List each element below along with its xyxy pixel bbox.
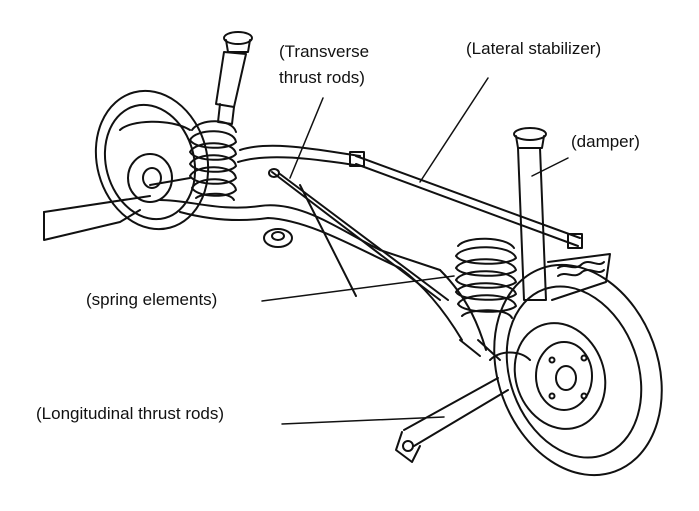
transverse-thrust-rods — [268, 168, 449, 301]
left-spring — [189, 120, 237, 201]
leader-lateral — [419, 77, 489, 183]
left-wheel — [94, 89, 210, 231]
longitudinal-thrust-rods — [395, 339, 509, 463]
leader-damper — [531, 157, 569, 177]
lateral-stabilizer — [349, 151, 583, 249]
right-damper — [513, 127, 547, 301]
leader-longitudinal — [281, 416, 445, 425]
leader-lines — [261, 77, 569, 425]
right-bracket — [547, 253, 611, 301]
spring-mount — [263, 228, 293, 248]
label-longitudinal-thrust-rods: (Longitudinal thrust rods) — [36, 404, 225, 423]
right-spring — [455, 237, 517, 319]
label-spring-elements: (spring elements) — [86, 290, 218, 309]
axle-beam — [43, 144, 487, 351]
left-damper — [215, 31, 253, 125]
label-damper: (damper) — [571, 132, 640, 151]
label-transverse-thrust-rods: (Transverse thrust rods) — [279, 39, 369, 91]
leader-transverse — [289, 97, 324, 179]
label-lateral-stabilizer: (Lateral stabilizer) — [466, 39, 602, 58]
right-wheel — [489, 263, 663, 477]
label-transverse-line-1: (Transverse — [279, 42, 370, 61]
leader-spring — [261, 275, 455, 302]
label-transverse-line-2: thrust rods) — [279, 68, 365, 87]
